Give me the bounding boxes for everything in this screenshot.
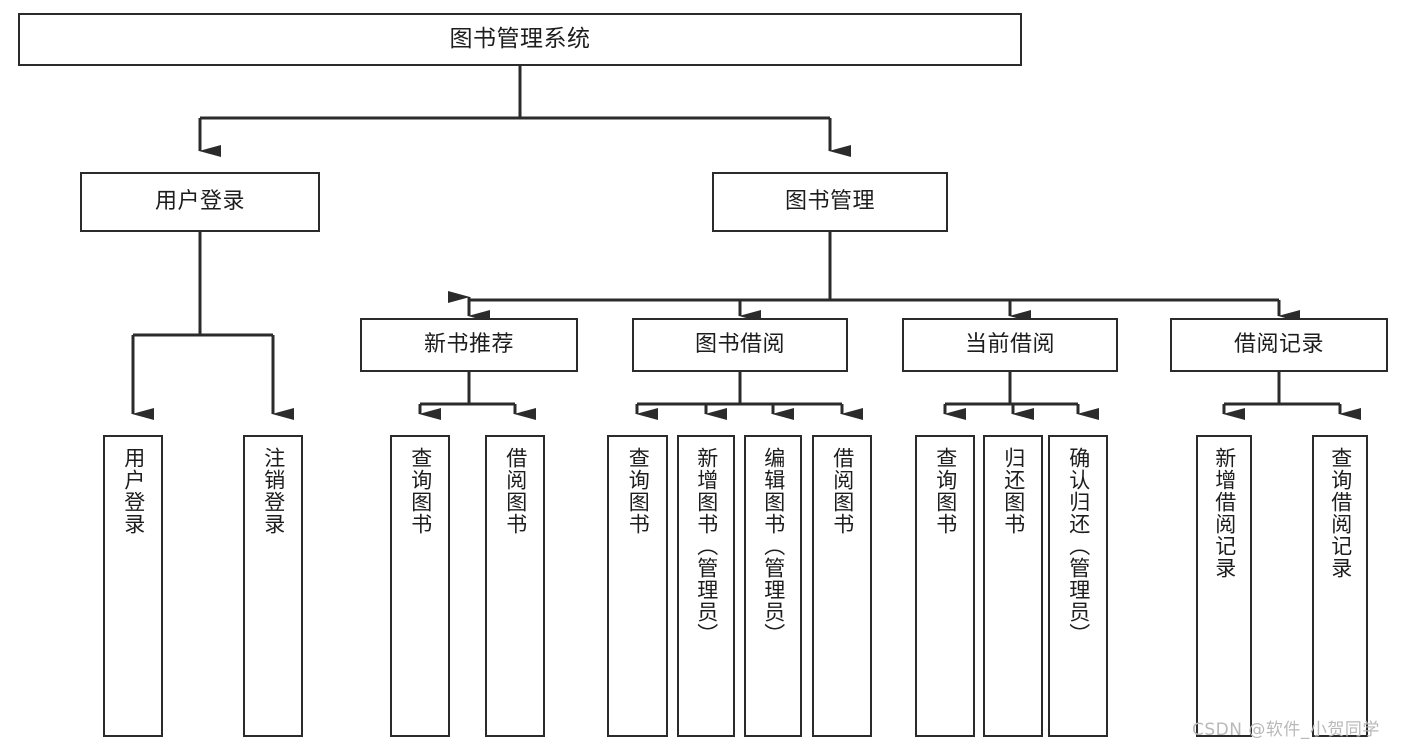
node-leaf-user-login[interactable]: 用户登录 — [103, 435, 163, 737]
node-root[interactable]: 图书管理系统 — [18, 13, 1022, 66]
csdn-watermark: CSDN @软件_小贺同学 — [1192, 720, 1380, 740]
node-user-login[interactable]: 用户登录 — [80, 172, 320, 232]
node-leaf-query-book-2[interactable]: 查询图书 — [607, 435, 668, 737]
node-leaf-add-book-label: 新增图书（管理员） — [694, 447, 719, 645]
node-book-borrow-label: 图书借阅 — [694, 332, 785, 358]
node-leaf-query-record-label: 查询借阅记录 — [1328, 447, 1353, 579]
node-current-borrow[interactable]: 当前借阅 — [902, 318, 1118, 372]
node-borrow-record[interactable]: 借阅记录 — [1170, 318, 1388, 372]
node-leaf-query-book-1-label: 查询图书 — [408, 447, 433, 535]
node-book-manage-label: 图书管理 — [784, 189, 875, 215]
node-new-book-recommend[interactable]: 新书推荐 — [360, 318, 578, 372]
node-new-book-recommend-label: 新书推荐 — [423, 332, 514, 358]
node-leaf-borrow-book-1[interactable]: 借阅图书 — [485, 435, 545, 737]
node-leaf-query-book-3[interactable]: 查询图书 — [915, 435, 975, 737]
node-leaf-query-book-1[interactable]: 查询图书 — [390, 435, 450, 737]
node-leaf-user-login-label: 用户登录 — [121, 447, 146, 535]
node-leaf-edit-book[interactable]: 编辑图书（管理员） — [744, 435, 802, 737]
node-leaf-query-record[interactable]: 查询借阅记录 — [1312, 435, 1368, 737]
node-book-borrow[interactable]: 图书借阅 — [632, 318, 848, 372]
node-leaf-add-record-label: 新增借阅记录 — [1212, 447, 1237, 579]
node-borrow-record-label: 借阅记录 — [1233, 332, 1324, 358]
node-leaf-add-book[interactable]: 新增图书（管理员） — [677, 435, 735, 737]
node-leaf-add-record[interactable]: 新增借阅记录 — [1196, 435, 1252, 737]
node-user-login-label: 用户登录 — [154, 189, 245, 215]
node-root-label: 图书管理系统 — [449, 25, 591, 52]
node-leaf-edit-book-label: 编辑图书（管理员） — [761, 447, 786, 645]
node-current-borrow-label: 当前借阅 — [964, 332, 1055, 358]
node-leaf-query-book-3-label: 查询图书 — [933, 447, 958, 535]
node-leaf-query-book-2-label: 查询图书 — [626, 447, 651, 535]
node-leaf-borrow-book-2[interactable]: 借阅图书 — [812, 435, 872, 737]
node-leaf-confirm-return-label: 确认归还（管理员） — [1066, 447, 1091, 645]
node-leaf-return-book-label: 归还图书 — [1001, 447, 1026, 535]
node-leaf-borrow-book-2-label: 借阅图书 — [830, 447, 855, 535]
node-leaf-logout-label: 注销登录 — [261, 447, 286, 535]
node-book-manage[interactable]: 图书管理 — [712, 172, 948, 232]
node-leaf-logout[interactable]: 注销登录 — [243, 435, 303, 737]
node-leaf-borrow-book-1-label: 借阅图书 — [503, 447, 528, 535]
node-leaf-confirm-return[interactable]: 确认归还（管理员） — [1048, 435, 1108, 737]
node-leaf-return-book[interactable]: 归还图书 — [983, 435, 1043, 737]
